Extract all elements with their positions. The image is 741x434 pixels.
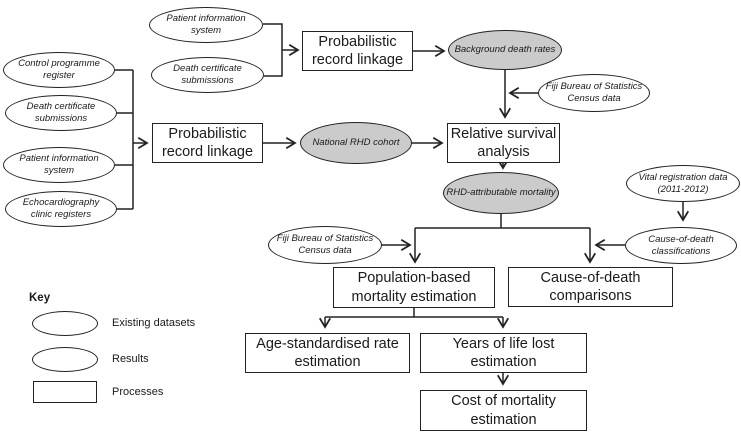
ellipse-fiji-census-data-mid: Fiji Bureau of Statistics Census data	[268, 226, 382, 264]
key-swatch-results	[32, 347, 98, 372]
box-cause-of-death-comparisons: Cause-of-death comparisons	[508, 267, 673, 307]
ellipse-fiji-census-data-top: Fiji Bureau of Statistics Census data	[538, 74, 650, 112]
ellipse-cause-of-death-classifications: Cause-of-death classifications	[625, 227, 737, 264]
key-label-processes: Processes	[112, 386, 164, 398]
box-cost-of-mortality-estimation: Cost of mortality estimation	[420, 390, 587, 431]
key-label-existing-datasets: Existing datasets	[112, 317, 196, 329]
key-swatch-existing-datasets	[32, 311, 98, 336]
box-population-based-mortality-estimation: Population-based mortality estimation	[333, 267, 495, 308]
ellipse-patient-information-system-top: Patient information system	[149, 7, 263, 43]
ellipse-control-programme-register: Control programme register	[3, 52, 115, 88]
key-swatch-processes	[33, 381, 97, 403]
box-relative-survival-analysis: Relative survival analysis	[447, 123, 560, 163]
ellipse-background-death-rates: Background death rates	[448, 30, 562, 70]
ellipse-vital-registration-data: Vital registration data (2011-2012)	[626, 165, 740, 202]
ellipse-patient-information-system-left: Patient information system	[3, 147, 115, 183]
box-probabilistic-record-linkage-mid: Probabilistic record linkage	[152, 123, 263, 163]
box-age-standardised-rate-estimation: Age-standardised rate estimation	[245, 333, 410, 373]
ellipse-national-rhd-cohort: National RHD cohort	[300, 122, 412, 164]
ellipse-death-certificate-submissions-top: Death certificate submissions	[151, 57, 264, 93]
ellipse-death-certificate-submissions-left: Death certificate submissions	[5, 95, 117, 131]
key-title: Key	[29, 292, 51, 304]
box-probabilistic-record-linkage-top: Probabilistic record linkage	[302, 31, 413, 71]
ellipse-rhd-attributable-mortality: RHD-attributable mortality	[443, 172, 559, 214]
ellipse-echocardiography-clinic-registers: Echocardiography clinic registers	[5, 191, 117, 227]
box-years-of-life-lost-estimation: Years of life lost estimation	[420, 333, 587, 373]
key-label-results: Results	[112, 353, 149, 365]
